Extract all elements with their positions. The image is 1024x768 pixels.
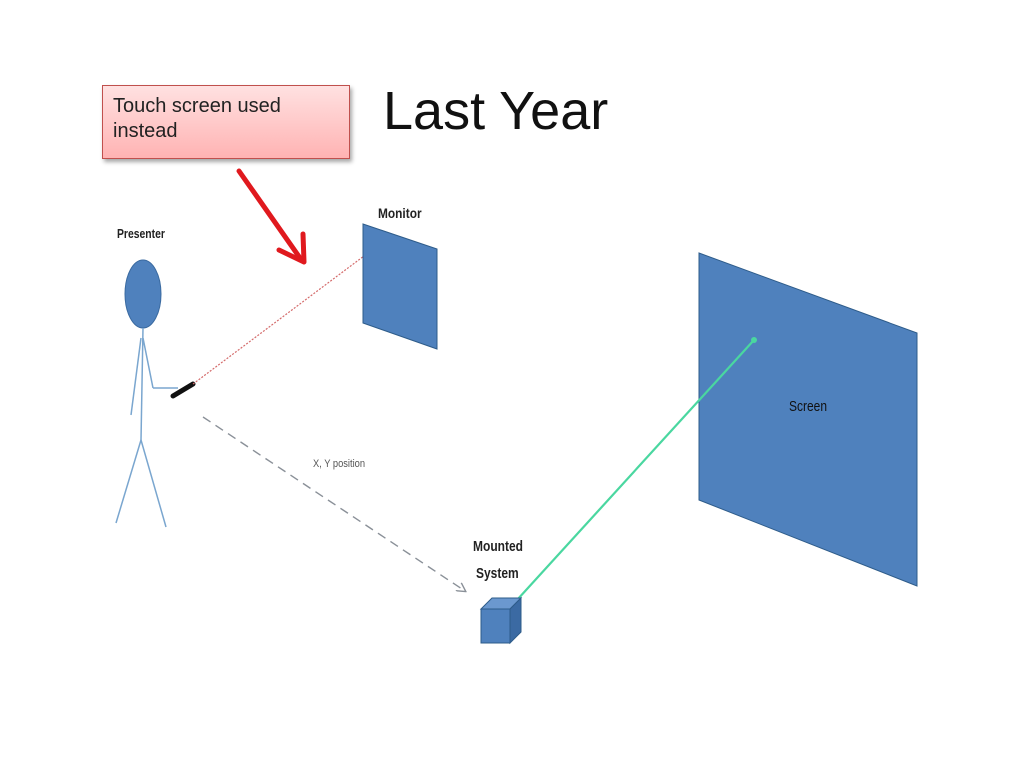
monitor-panel [362, 223, 438, 350]
monitor-label: Monitor [378, 205, 422, 221]
presenter-label: Presenter [117, 227, 165, 241]
screen-label: Screen [789, 398, 827, 415]
laser-beam [192, 252, 369, 385]
red-arrow [236, 168, 307, 265]
mounted-label-line2: System [476, 565, 519, 582]
screen-panel [698, 252, 918, 587]
presenter-figure [115, 259, 178, 528]
projection-beam [516, 339, 755, 601]
callout-box: Touch screen used instead [102, 85, 350, 159]
mounted-label-line1: Mounted [473, 538, 523, 555]
screen-dot [751, 337, 757, 343]
laser-pointer [170, 381, 196, 399]
mounted-system-cube [479, 596, 523, 645]
xy-position-label: X, Y position [313, 458, 365, 470]
xy-position-arrow [202, 416, 465, 591]
slide-title: Last Year [383, 81, 609, 141]
